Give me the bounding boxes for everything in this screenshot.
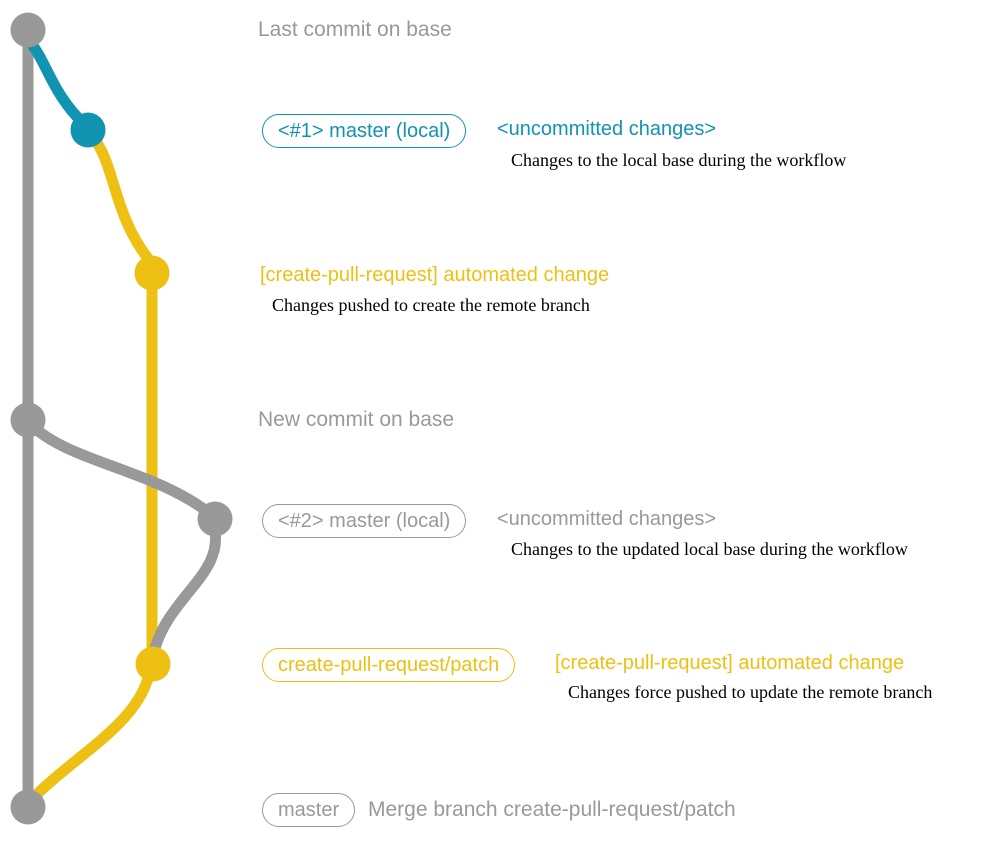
commit-merge xyxy=(10,789,46,825)
merge-curve xyxy=(25,663,156,806)
commit-local-1 xyxy=(70,112,106,148)
desc-uncommitted-changes-1: Changes to the local base during the wor… xyxy=(511,150,847,170)
desc-automated-change-2: Changes force pushed to update the remot… xyxy=(568,682,933,702)
uncommitted-1-curve xyxy=(21,32,92,132)
heading-automated-change-2: [create-pull-request] automated change xyxy=(555,652,905,674)
desc-automated-change-1: Changes pushed to create the remote bran… xyxy=(272,295,590,315)
rebase-curve xyxy=(24,418,218,521)
commit-patch-2 xyxy=(135,646,171,682)
label-merge-branch: Merge branch create-pull-request/patch xyxy=(368,798,736,821)
uncommitted-2-curve xyxy=(148,520,222,658)
label-new-commit-on-base: New commit on base xyxy=(258,408,455,431)
heading-uncommitted-changes-1: <uncommitted changes> xyxy=(497,118,717,140)
heading-automated-change-1: [create-pull-request] automated change xyxy=(260,264,610,286)
badge-create-pull-request-patch: create-pull-request/patch xyxy=(262,648,516,682)
badge-master-local-1: <#1> master (local) xyxy=(262,114,467,148)
patch-branch-curve-1 xyxy=(86,130,156,267)
desc-uncommitted-changes-2: Changes to the updated local base during… xyxy=(511,539,908,559)
badge-master-local-2: <#2> master (local) xyxy=(262,504,467,538)
heading-uncommitted-changes-2: <uncommitted changes> xyxy=(497,508,717,530)
commit-patch-1 xyxy=(134,255,170,291)
label-last-commit-on-base: Last commit on base xyxy=(258,18,452,41)
badge-master: master xyxy=(262,793,356,827)
commit-new-on-base xyxy=(10,402,46,438)
commit-local-2 xyxy=(197,501,233,537)
commit-last-on-base xyxy=(10,12,46,48)
